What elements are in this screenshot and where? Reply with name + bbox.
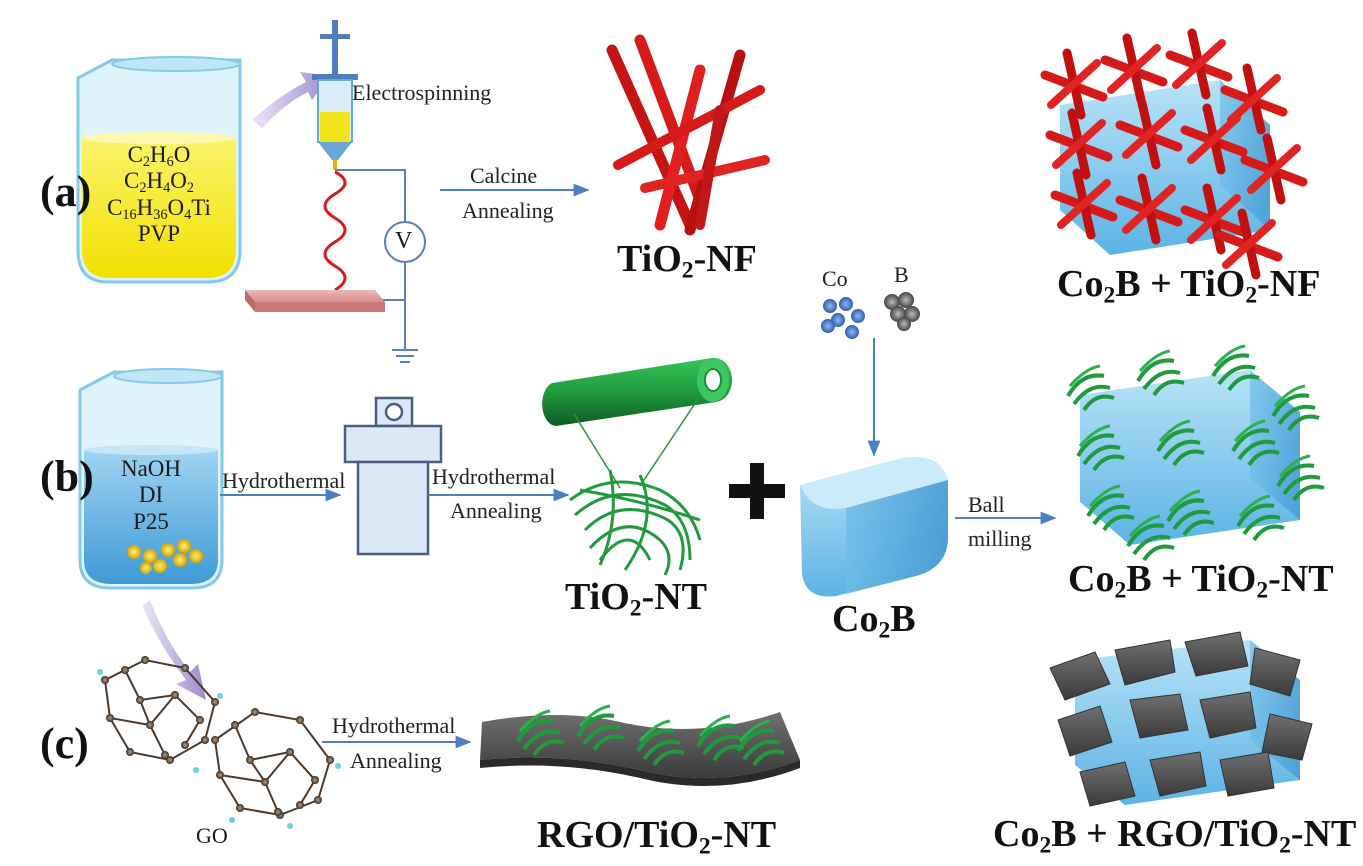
panel-label-b: (b) — [40, 452, 94, 501]
step-hydrothermal-2: Hydrothermal — [432, 464, 556, 489]
beaker-a-line-2: C2H4O2 — [124, 168, 194, 197]
tio2-nt-bundle — [569, 469, 702, 576]
beaker-b-label: NaOH DI P25 — [84, 456, 218, 535]
beaker-a-line-1: C2H6O — [127, 142, 191, 170]
beaker-a-line-3: C16H36O4Ti — [107, 194, 211, 223]
beaker-b-line-3: P25 — [133, 508, 169, 534]
autoclave — [343, 396, 443, 556]
beaker-a-label: C2H6O C2H4O2 C16H36O4Ti PVP — [82, 142, 236, 248]
co2b-block — [800, 456, 948, 597]
step-ball: Ball — [968, 492, 1005, 517]
rgo-sheet — [480, 704, 800, 786]
collector-plate — [245, 290, 385, 312]
step-electrospinning: Electrospinning — [352, 80, 492, 105]
composite-rgo-label: Co2B + RGO/TiO2-NT — [993, 813, 1357, 859]
voltmeter-circle — [384, 221, 426, 263]
product-co2b: Co2B — [832, 598, 916, 644]
tio2-nf-fibers — [606, 34, 770, 236]
boron-powder — [884, 292, 920, 331]
step-annealing-b: Annealing — [450, 498, 542, 523]
composite-nf-cube — [1045, 33, 1303, 275]
beaker-a-line-4: PVP — [137, 221, 181, 247]
element-b-label: B — [894, 262, 909, 287]
graphene-oxide-sheets — [97, 656, 341, 829]
jet-spiral — [323, 170, 347, 292]
voltmeter-label: V — [395, 228, 413, 254]
beaker-b-line-1: NaOH — [120, 456, 182, 481]
element-co-label: Co — [822, 266, 848, 291]
product-tio2-nt: TiO2-NT — [565, 576, 708, 622]
composite-rgo-cube — [1049, 631, 1313, 807]
syringe — [312, 20, 358, 170]
product-rgo-tio2-nt: RGO/TiO2-NT — [537, 814, 777, 860]
beaker-a — [76, 56, 242, 284]
circuit-wires — [335, 169, 418, 363]
nanotube — [542, 357, 733, 489]
step-milling: milling — [968, 526, 1032, 551]
step-hydrothermal-1: Hydrothermal — [222, 468, 346, 493]
cobalt-powder — [821, 297, 865, 339]
label-go: GO — [196, 823, 228, 848]
panel-label-c: (c) — [40, 719, 89, 768]
product-tio2-nf: TiO2-NF — [617, 238, 757, 284]
purple-arrow-b — [142, 600, 206, 700]
step-annealing-c: Annealing — [350, 748, 442, 773]
panel-label-a: (a) — [40, 167, 92, 216]
composite-nt-cube — [1066, 344, 1326, 562]
composite-nt-label: Co2B + TiO2-NT — [1068, 558, 1334, 604]
purple-arrow-a — [252, 72, 330, 128]
composite-nf-label: Co2B + TiO2-NF — [1057, 263, 1321, 309]
plus-sign — [729, 463, 785, 519]
step-calcine: Calcine — [470, 163, 538, 188]
beaker-b-line-2: DI — [138, 482, 164, 508]
step-hydrothermal-c: Hydrothermal — [332, 713, 456, 738]
beaker-b — [78, 368, 224, 590]
step-annealing-a: Annealing — [462, 198, 554, 223]
